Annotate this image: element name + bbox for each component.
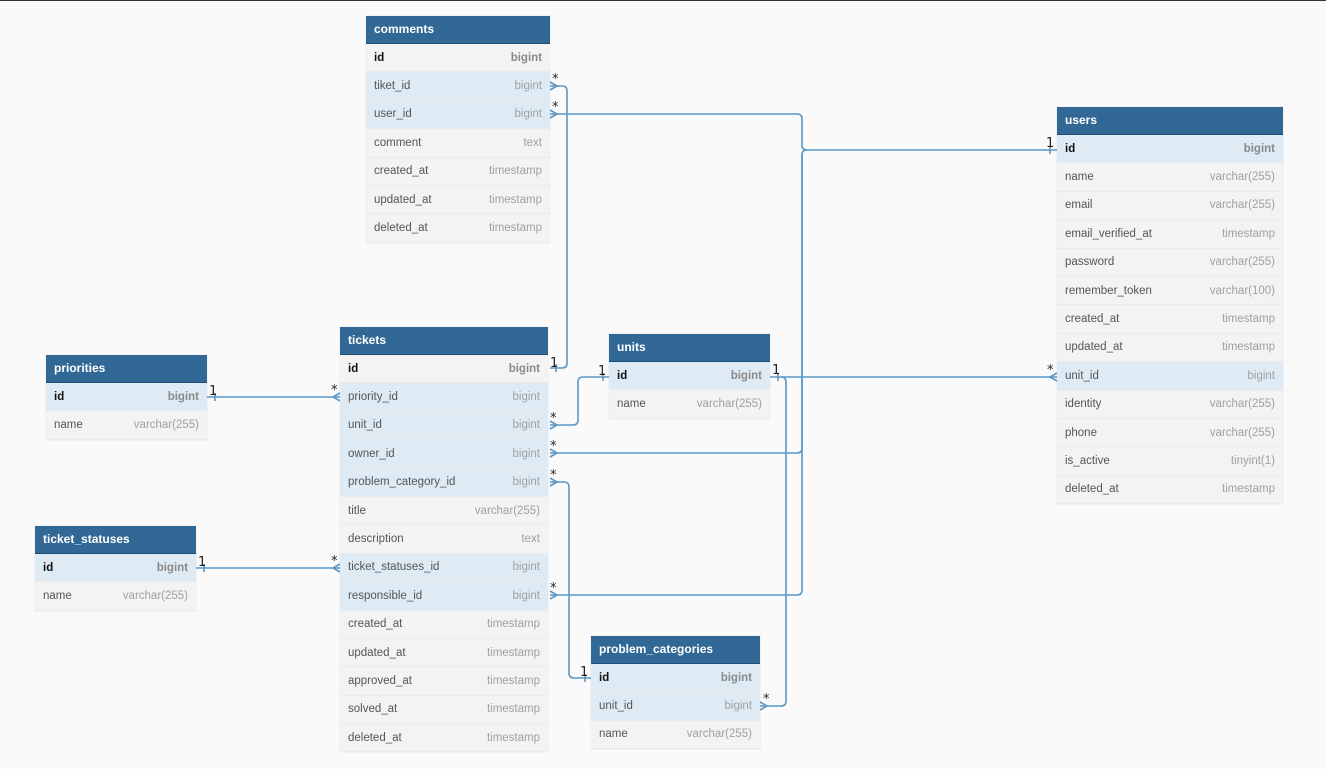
table-header[interactable]: units — [609, 334, 770, 362]
table-header[interactable]: ticket_statuses — [35, 526, 196, 554]
card-many: * — [550, 411, 557, 426]
many-marker — [549, 448, 559, 458]
many-marker — [331, 563, 341, 573]
table-header[interactable]: comments — [366, 16, 550, 44]
card-one: 1 — [550, 356, 558, 371]
card-many: * — [550, 581, 557, 596]
many-marker — [549, 81, 559, 91]
table-header[interactable]: priorities — [46, 355, 207, 383]
card-many: * — [331, 554, 338, 569]
card-many: * — [550, 439, 557, 454]
rel-comments-tickets — [550, 85, 568, 369]
many-marker — [549, 109, 559, 119]
card-one: 1 — [580, 665, 588, 680]
table-header[interactable]: problem_categories — [591, 636, 760, 664]
card-many: * — [331, 383, 338, 398]
card-many: * — [763, 692, 770, 707]
rel-comments-users — [550, 113, 1057, 151]
many-marker — [759, 701, 769, 711]
card-many: * — [552, 100, 559, 115]
card-one: 1 — [198, 555, 206, 570]
card-many: * — [552, 72, 559, 87]
rel-tickets-units — [550, 376, 609, 426]
many-marker — [549, 590, 559, 600]
card-one: 1 — [1046, 136, 1054, 151]
card-one: 1 — [209, 384, 217, 399]
card-one: 1 — [772, 363, 780, 378]
card-many: * — [1047, 363, 1054, 378]
table-header[interactable]: tickets — [340, 327, 548, 355]
table-header[interactable]: users — [1057, 107, 1283, 135]
many-marker — [549, 420, 559, 430]
card-one: 1 — [598, 364, 606, 379]
many-marker — [331, 392, 341, 402]
many-marker — [1048, 372, 1058, 382]
rel-problem-categories-units — [760, 376, 787, 707]
rel-tickets-problem-categories — [550, 481, 591, 679]
card-many: * — [550, 468, 557, 483]
many-marker — [549, 477, 559, 487]
